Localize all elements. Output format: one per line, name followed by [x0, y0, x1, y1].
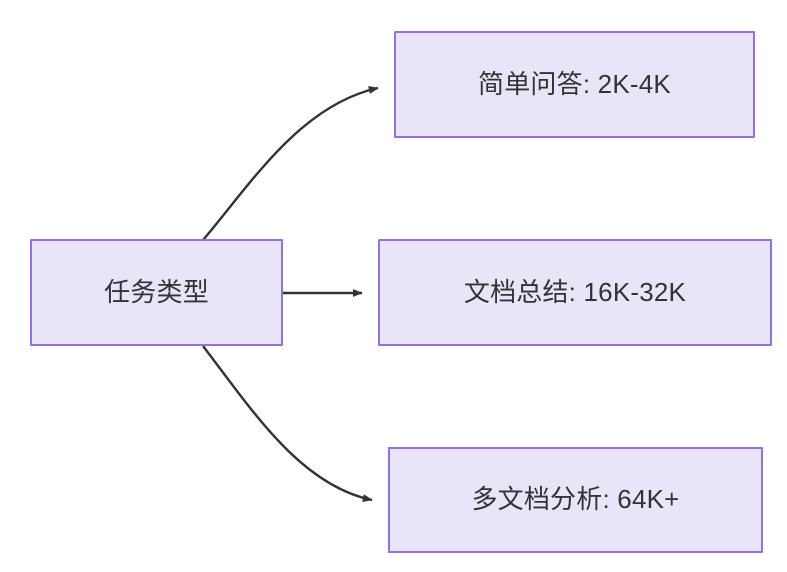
- node-simple-qa[interactable]: 简单问答: 2K-4K: [394, 31, 755, 138]
- node-task-type[interactable]: 任务类型: [30, 239, 283, 346]
- node-label: 任务类型: [104, 276, 209, 307]
- edge-root-to-simple: [202, 86, 379, 241]
- node-multi-document-analysis[interactable]: 多文档分析: 64K+: [388, 447, 763, 553]
- node-label: 文档总结: 16K-32K: [463, 276, 687, 307]
- node-label: 多文档分析: 64K+: [471, 484, 680, 515]
- node-label: 简单问答: 2K-4K: [478, 68, 671, 99]
- node-document-summary[interactable]: 文档总结: 16K-32K: [378, 239, 772, 346]
- edge-root-to-multi: [202, 345, 373, 503]
